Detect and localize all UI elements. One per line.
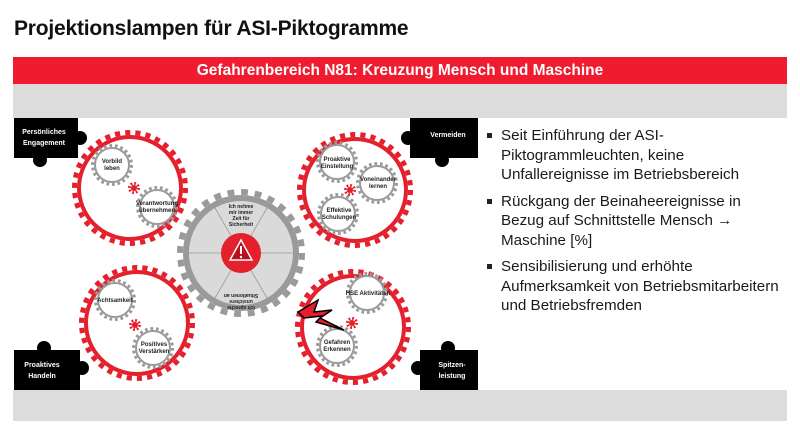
gear-label: Gefahren — [324, 340, 351, 346]
segment-divider — [213, 270, 232, 301]
bullet-list: Seit Einführung der ASI-Piktogrammleucht… — [486, 126, 786, 323]
gear-label: Proaktive — [323, 157, 351, 163]
gray-gear-teeth — [91, 144, 133, 186]
gear-label: Effektive — [326, 208, 352, 214]
gear-label: lernen — [369, 184, 387, 190]
gear-label: leben — [104, 166, 120, 172]
puzzle-label: Proaktives — [24, 362, 60, 369]
center-segment-text: unsichere — [229, 298, 253, 304]
red-small-gear — [347, 187, 353, 193]
gray-gear — [94, 147, 130, 183]
gray-gear-teeth — [356, 162, 398, 204]
center-segment-text: Ich nehme — [229, 204, 254, 210]
puzzle-label: Handeln — [28, 373, 56, 380]
gray-gear — [139, 189, 175, 225]
red-small-gear-teeth — [346, 317, 358, 329]
red-gear-teeth — [72, 130, 188, 246]
red-small-gear — [349, 320, 355, 326]
red-gear — [77, 135, 183, 241]
red-gear-teeth — [79, 265, 195, 381]
banner-title: Gefahrenbereich N81: Kreuzung Mensch und… — [13, 57, 787, 84]
gray-gear-teeth — [346, 272, 388, 314]
red-gear-teeth — [295, 269, 411, 385]
segment-divider — [250, 205, 269, 236]
gray-gear — [97, 282, 133, 318]
gray-gear — [319, 144, 355, 180]
bullet-item: Seit Einführung der ASI-Piktogrammleucht… — [486, 126, 786, 185]
gear-label: Vorbild — [102, 159, 123, 165]
gray-gear-teeth — [317, 193, 359, 235]
puzzle-piece-top-left: Persönliches Engagement — [14, 118, 87, 167]
puzzle-label: Engagement — [23, 140, 66, 147]
gear-label: Verstärken — [139, 349, 170, 355]
puzzle-piece-bottom-left: Proaktives Handeln — [14, 341, 89, 390]
lightning-bolt-icon — [296, 298, 345, 331]
gray-gear — [349, 275, 385, 311]
gear-label: Erkennen — [323, 347, 351, 353]
gear-label: übernehmen — [139, 208, 175, 214]
center-segment-text: mir immer — [229, 210, 253, 216]
gray-band-top — [13, 84, 787, 118]
warning-exclamation-dot — [239, 255, 243, 259]
gray-gear — [320, 196, 356, 232]
gear-label: Einstellung — [321, 164, 354, 170]
red-small-gear — [131, 185, 137, 191]
gear-label: Schulungen — [322, 215, 357, 221]
red-small-gear — [132, 322, 138, 328]
puzzle-piece-top-right: Vermeiden — [401, 118, 478, 167]
puzzle-piece-bottom-right: Spitzen- leistung — [411, 341, 478, 390]
center-segment-text: Sicherheit — [229, 222, 254, 228]
segment-divider — [250, 270, 269, 301]
warning-exclamation — [240, 246, 242, 254]
puzzle-label: Persönliches — [22, 129, 66, 136]
gray-gear-teeth — [132, 327, 174, 369]
red-gear-teeth — [297, 132, 413, 248]
red-small-gear-teeth — [344, 184, 356, 196]
gray-gear — [319, 328, 355, 364]
gray-band-bottom — [13, 390, 787, 421]
gear-diagram: Persönliches Engagement Vermeiden Proakt… — [14, 118, 478, 390]
bullet-text: Seit Einführung der ASI-Piktogrammleucht… — [501, 127, 740, 183]
gear-label: Verantwortung — [136, 201, 178, 207]
segment-divider — [213, 205, 232, 236]
center-gear-teeth — [177, 189, 305, 317]
center-segment-text: Ich spreche — [227, 304, 255, 310]
gray-gear-teeth — [316, 141, 358, 183]
bullet-text: Sensibilisierung und erhöhte Aufmerksamk… — [501, 258, 779, 314]
gray-gear — [135, 330, 171, 366]
center-segment-text: Zeit für — [233, 216, 250, 222]
bullet-text: Rückgang der Beinaheereignisse in Bezug … — [501, 192, 741, 249]
gear-label: Voneinander — [360, 177, 397, 183]
gray-gear-teeth — [136, 186, 178, 228]
puzzle-label: leistung — [439, 373, 466, 380]
gray-gear-teeth — [94, 279, 136, 321]
bullet-item: Sensibilisierung und erhöhte Aufmerksamk… — [486, 257, 786, 316]
center-segment-text: Situationen an — [224, 292, 258, 298]
slide-title: Projektionslampen für ASI-Piktogramme — [14, 17, 409, 40]
red-small-gear-teeth — [128, 182, 140, 194]
gear-label: HSE Aktivitäten — [346, 291, 391, 297]
gear-label: Achtsamkeit — [97, 298, 133, 304]
puzzle-label: Spitzen- — [438, 362, 466, 369]
red-small-gear-teeth — [129, 319, 141, 331]
gear-label: Positives — [141, 342, 168, 348]
gray-gear — [359, 165, 395, 201]
puzzle-label: Vermeiden — [430, 132, 465, 139]
bullet-item: Rückgang der Beinaheereignisse in Bezug … — [486, 192, 786, 251]
